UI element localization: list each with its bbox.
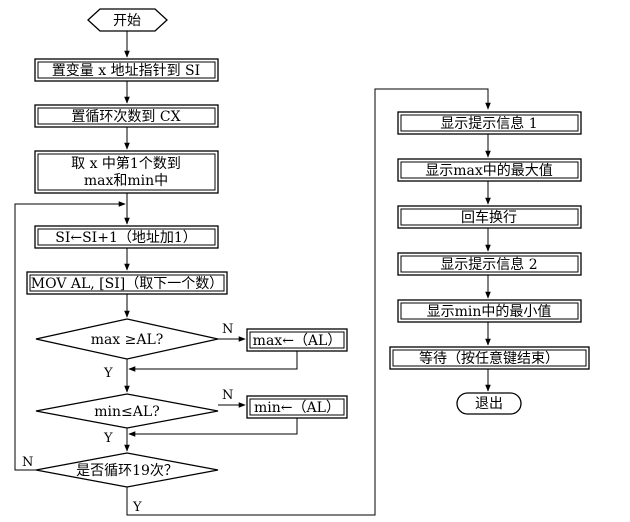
show-max-step: 显示max中的最大值 bbox=[397, 158, 582, 182]
no-label-2: N bbox=[222, 388, 233, 403]
init-maxmin-step: 取 x 中第1个数到 max和min中 bbox=[34, 150, 219, 194]
set-pointer-step: 置变量 x 地址指针到 SI bbox=[34, 58, 219, 82]
wait-key-label: 等待（按任意键结束） bbox=[419, 350, 559, 367]
show-min-step: 显示min中的最小值 bbox=[397, 299, 582, 323]
exit-terminal: 退出 bbox=[456, 392, 522, 415]
set-pointer-label: 置变量 x 地址指针到 SI bbox=[52, 63, 200, 79]
assign-max-step: max←（AL） bbox=[246, 328, 348, 352]
yes-label-3: Y bbox=[132, 500, 142, 515]
loop-check-decision: 是否循环19次？ bbox=[35, 452, 219, 488]
show-prompt2-step: 显示提示信息 2 bbox=[397, 252, 582, 276]
increment-si-step: SI←SI+1（地址加1） bbox=[34, 225, 219, 249]
show-min-label: 显示min中的最小值 bbox=[427, 304, 552, 320]
load-next-step: MOV AL, [SI]（取下一个数） bbox=[26, 271, 228, 295]
assign-max-label: max←（AL） bbox=[253, 333, 342, 349]
max-compare-label: max ≥AL? bbox=[91, 332, 164, 348]
increment-si-label: SI←SI+1（地址加1） bbox=[55, 230, 197, 246]
min-compare-label: min≤AL? bbox=[94, 404, 159, 420]
init-maxmin-label-1: 取 x 中第1个数到 bbox=[71, 155, 181, 172]
start-terminal: 开始 bbox=[87, 8, 168, 32]
assign-min-step: min←（AL） bbox=[246, 395, 348, 419]
newline-label: 回车换行 bbox=[461, 209, 517, 226]
show-prompt1-label: 显示提示信息 1 bbox=[440, 115, 537, 132]
wait-key-step: 等待（按任意键结束） bbox=[389, 346, 590, 370]
set-counter-label: 置循环次数到 CX bbox=[71, 109, 180, 125]
max-compare-decision: max ≥AL? bbox=[35, 318, 219, 360]
set-counter-step: 置循环次数到 CX bbox=[34, 104, 219, 128]
loop-check-label: 是否循环19次？ bbox=[76, 463, 178, 479]
exit-label: 退出 bbox=[475, 396, 503, 412]
show-max-label: 显示max中的最大值 bbox=[425, 163, 553, 179]
show-prompt2-label: 显示提示信息 2 bbox=[440, 256, 537, 273]
yes-label-2: Y bbox=[103, 431, 113, 446]
show-prompt1-step: 显示提示信息 1 bbox=[397, 111, 582, 135]
newline-step: 回车换行 bbox=[397, 205, 582, 229]
yes-label-1: Y bbox=[103, 366, 113, 381]
init-maxmin-label-2: max和min中 bbox=[84, 173, 168, 189]
assign-min-label: min←（AL） bbox=[254, 400, 340, 416]
min-compare-decision: min≤AL? bbox=[35, 393, 219, 429]
load-next-label: MOV AL, [SI]（取下一个数） bbox=[31, 276, 223, 292]
start-label: 开始 bbox=[113, 13, 141, 29]
no-label-3: N bbox=[22, 455, 33, 470]
no-label-1: N bbox=[222, 322, 233, 337]
